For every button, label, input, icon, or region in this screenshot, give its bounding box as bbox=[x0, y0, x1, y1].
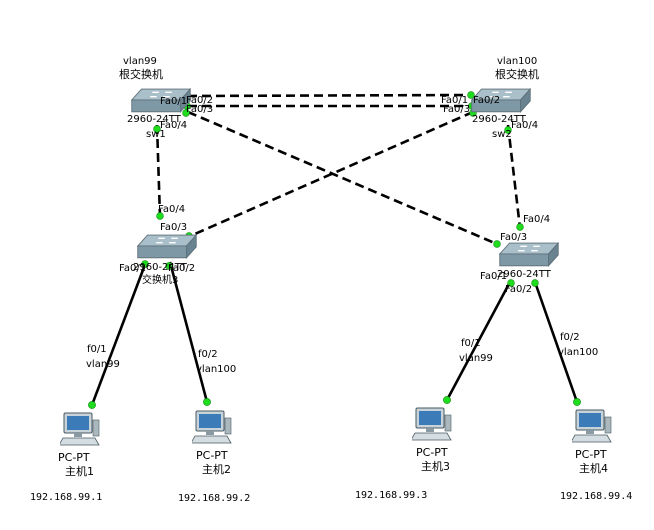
sw1-vlan-note: vlan99 bbox=[123, 56, 157, 67]
pc-icon[interactable] bbox=[571, 409, 612, 443]
host-ip-label: 192.168.99.4 bbox=[560, 491, 632, 502]
sw3-port-label: Fa0/3 bbox=[160, 222, 187, 233]
host1-link-port: f0/1 bbox=[87, 344, 107, 355]
host4-link-port: f0/2 bbox=[560, 332, 580, 343]
host-name-label: 主机4 bbox=[579, 461, 608, 475]
host-name-label: 主机1 bbox=[65, 464, 94, 478]
sw4-port-label: Fa0/2 bbox=[505, 284, 532, 295]
sw2-port-label: Fa0/1 bbox=[441, 95, 468, 106]
host-ip-label: 192.168.99.2 bbox=[178, 493, 250, 504]
links bbox=[90, 93, 579, 406]
sw2-role-note: 根交换机 bbox=[495, 67, 539, 81]
host-name-label: 主机3 bbox=[421, 459, 450, 473]
sw1-port-label: Fa0/3 bbox=[186, 104, 213, 115]
link-sw3-host2[interactable] bbox=[168, 261, 209, 403]
sw3-port-label: Fa0/2 bbox=[168, 263, 195, 274]
sw1-port-label: Fa0/4 bbox=[160, 120, 187, 131]
pc-link-labels: f0/1 vlan99 f0/2 vlan100 f0/1 vlan99 f0/… bbox=[86, 332, 598, 375]
host-4[interactable]: PC-PT 主机4 192.168.99.4 bbox=[560, 409, 632, 502]
host2-link-vlan: vlan100 bbox=[196, 364, 236, 375]
sw3-name-label: 交换机3 bbox=[142, 273, 178, 286]
host-type-label: PC-PT bbox=[196, 449, 228, 462]
sw1-model-label: 2960-24TT bbox=[127, 114, 182, 125]
sw2-port-label: Fa0/3 bbox=[443, 104, 470, 115]
host-type-label: PC-PT bbox=[575, 448, 607, 461]
link-sw1-sw3[interactable] bbox=[155, 124, 162, 218]
sw4-port-label: Fa0/4 bbox=[523, 214, 550, 225]
sw4-switch-icon[interactable] bbox=[499, 242, 559, 267]
sw1-port-label: Fa0/2 bbox=[186, 95, 213, 106]
host-1[interactable]: PC-PT 主机1 192.168.99.1 bbox=[30, 412, 102, 503]
host-name-label: 主机2 bbox=[202, 462, 231, 476]
link-sw2-sw4[interactable] bbox=[506, 124, 522, 229]
sw3-model-label: 2960-24TT bbox=[133, 262, 188, 273]
sw2-port-label: Fa0/4 bbox=[511, 120, 538, 131]
sw3-switch-icon[interactable] bbox=[137, 234, 197, 259]
link-sw4-host3[interactable] bbox=[445, 281, 512, 401]
host3-link-port: f0/1 bbox=[461, 338, 481, 349]
link-sw1-sw2-a[interactable] bbox=[187, 93, 471, 98]
host3-link-vlan: vlan99 bbox=[459, 353, 493, 364]
host-type-label: PC-PT bbox=[58, 451, 90, 464]
switch-sw2[interactable]: vlan100 根交换机 Fa0/1 Fa0/2 Fa0/3 Fa0/4 296… bbox=[441, 56, 539, 140]
pc-icon[interactable] bbox=[411, 407, 452, 441]
pc-icon[interactable] bbox=[59, 412, 100, 446]
sw1-role-note: 根交换机 bbox=[119, 67, 163, 81]
link-sw3-host1[interactable] bbox=[90, 261, 148, 406]
link-sw2-sw3[interactable] bbox=[187, 110, 474, 239]
sw4-port-label: Fa0/3 bbox=[500, 232, 527, 243]
sw4-model-label: 2960-24TT bbox=[497, 269, 552, 280]
host-type-label: PC-PT bbox=[416, 446, 448, 459]
host1-link-vlan: vlan99 bbox=[86, 359, 120, 370]
host4-link-vlan: vlan100 bbox=[558, 347, 598, 358]
switch-sw3[interactable]: Fa0/4 Fa0/3 2960-24TT Fa0/1 Fa0/2 交换机3 bbox=[119, 204, 197, 286]
host-2[interactable]: PC-PT 主机2 192.168.99.2 bbox=[178, 410, 250, 504]
link-sw1-sw4[interactable] bbox=[187, 110, 498, 246]
sw2-model-label: 2960-24TT bbox=[472, 114, 527, 125]
host-ip-label: 192.168.99.1 bbox=[30, 492, 102, 503]
sw4-port-label: Fa0/1 bbox=[480, 271, 507, 282]
sw3-port-label: Fa0/1 bbox=[119, 263, 146, 274]
sw2-name-label: sw2 bbox=[492, 129, 512, 140]
switch-sw4[interactable]: Fa0/4 Fa0/3 2960-24TT Fa0/1 Fa0/2 bbox=[480, 214, 559, 295]
host-ip-label: 192.168.99.3 bbox=[355, 490, 427, 501]
sw3-port-label: Fa0/4 bbox=[158, 204, 185, 215]
host2-link-port: f0/2 bbox=[198, 349, 218, 360]
sw1-port-label: Fa0/1 bbox=[160, 96, 187, 107]
host-3[interactable]: PC-PT 主机3 192.168.99.3 bbox=[355, 407, 452, 501]
sw2-port-label: Fa0/2 bbox=[473, 95, 500, 106]
link-sw4-host4[interactable] bbox=[533, 281, 579, 403]
switch-sw1[interactable]: vlan99 根交换机 Fa0/1 Fa0/2 Fa0/3 Fa0/4 2960… bbox=[119, 56, 213, 140]
sw1-name-label: sw1 bbox=[146, 129, 166, 140]
sw2-vlan-note: vlan100 bbox=[497, 56, 537, 67]
pc-icon[interactable] bbox=[191, 410, 232, 444]
